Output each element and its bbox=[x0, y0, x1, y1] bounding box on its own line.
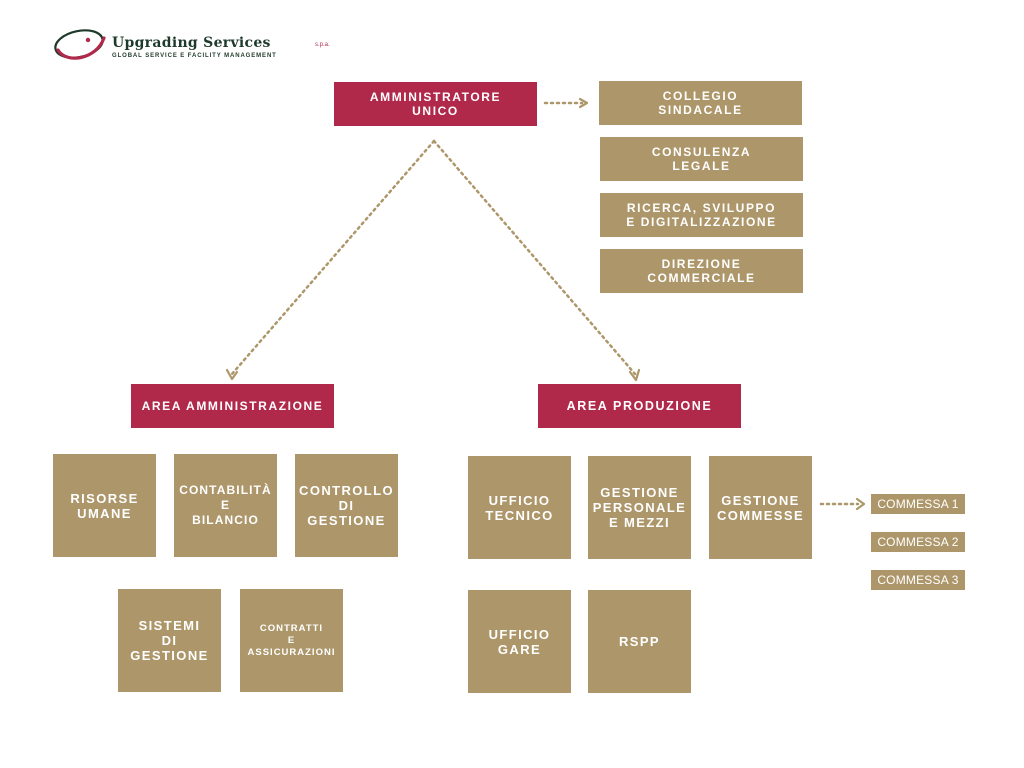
area-amministrazione-box: AREA AMMINISTRAZIONE bbox=[131, 384, 334, 428]
logo-name: Upgrading Services bbox=[112, 35, 271, 51]
contabilita-bilancio-box: CONTABILITÀ E BILANCIO bbox=[174, 454, 277, 557]
commessa-2-tag: COMMESSA 2 bbox=[871, 532, 965, 552]
direzione-commerciale-box: DIREZIONE COMMERCIALE bbox=[600, 249, 803, 293]
logo-tagline: GLOBAL SERVICE E FACILITY MANAGEMENT bbox=[112, 53, 277, 59]
area-produzione-box: AREA PRODUZIONE bbox=[538, 384, 741, 428]
arrowhead-area-amm-icon bbox=[225, 368, 239, 381]
arrowhead-collegio-icon bbox=[578, 97, 589, 109]
ricerca-sviluppo-box: RICERCA, SVILUPPO E DIGITALIZZAZIONE bbox=[600, 193, 803, 237]
risorse-umane-box: RISORSE UMANE bbox=[53, 454, 156, 557]
logo-swoosh-icon bbox=[54, 29, 106, 60]
gestione-commesse-box: GESTIONE COMMESSE bbox=[709, 456, 812, 559]
sistemi-di-gestione-box: SISTEMI DI GESTIONE bbox=[118, 589, 221, 692]
admin-to-area-amm-connector bbox=[230, 139, 436, 376]
rspp-box: RSPP bbox=[588, 590, 691, 693]
gestione-personale-mezzi-box: GESTIONE PERSONALE E MEZZI bbox=[588, 456, 691, 559]
logo-suffix: s.p.a. bbox=[315, 42, 330, 48]
controllo-di-gestione-box: CONTROLLO DI GESTIONE bbox=[295, 454, 398, 557]
commessa-1-tag: COMMESSA 1 bbox=[871, 494, 965, 514]
ufficio-tecnico-box: UFFICIO TECNICO bbox=[468, 456, 571, 559]
collegio-sindacale-box: COLLEGIO SINDACALE bbox=[599, 81, 802, 125]
commessa-3-tag: COMMESSA 3 bbox=[871, 570, 965, 590]
consulenza-legale-box: CONSULENZA LEGALE bbox=[600, 137, 803, 181]
arrowhead-area-prod-icon bbox=[628, 368, 641, 382]
contratti-assicurazioni-box: CONTRATTI E ASSICURAZIONI bbox=[240, 589, 343, 692]
arrowhead-commessa-icon bbox=[855, 497, 866, 511]
ufficio-gare-box: UFFICIO GARE bbox=[468, 590, 571, 693]
amministratore-unico-box: AMMINISTRATORE UNICO bbox=[334, 82, 537, 126]
company-logo: Upgrading Services s.p.a. GLOBAL SERVICE… bbox=[52, 24, 330, 64]
